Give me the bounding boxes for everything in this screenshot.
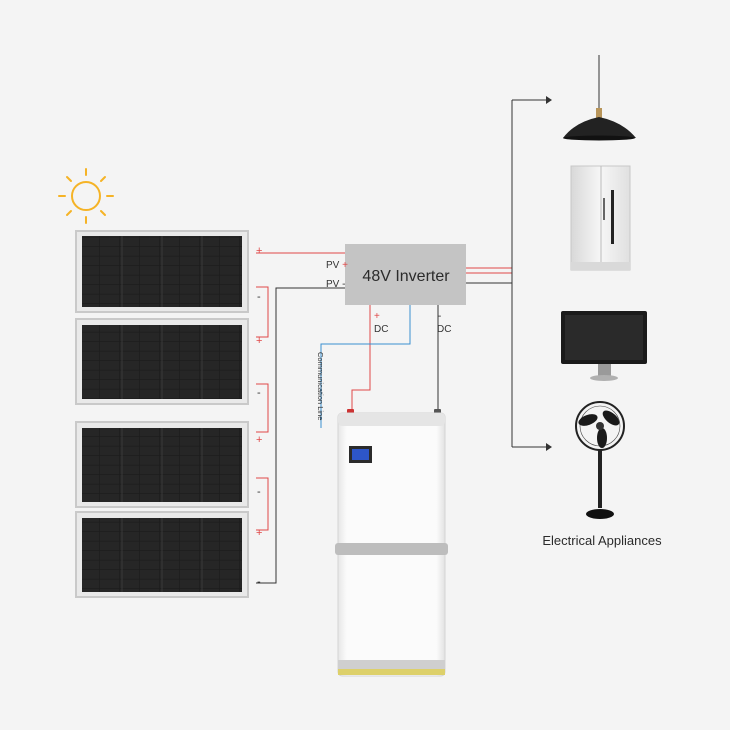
sun-icon bbox=[58, 168, 114, 224]
solar-panel-2 bbox=[75, 318, 249, 405]
polarity-minus-2: - bbox=[257, 387, 261, 399]
appliances-caption: Electrical Appliances bbox=[542, 533, 662, 548]
refrigerator-icon bbox=[570, 165, 631, 271]
dc-minus-label: DC bbox=[437, 324, 451, 335]
inverter-label: 48V Inverter bbox=[362, 268, 450, 285]
polarity-plus-1: + bbox=[256, 245, 262, 257]
inverter-box: 48V Inverter bbox=[345, 244, 466, 305]
panel-series-wiring bbox=[256, 252, 345, 584]
dc-battery-wiring bbox=[320, 305, 439, 428]
polarity-minus-4: - bbox=[257, 576, 261, 588]
polarity-plus-3: + bbox=[256, 434, 262, 446]
polarity-minus-1: - bbox=[257, 291, 261, 303]
solar-panel-4 bbox=[75, 511, 249, 598]
battery-icon bbox=[335, 409, 448, 677]
polarity-plus-4: + bbox=[256, 527, 262, 539]
panel-polarity-signs: + - + - + - + - bbox=[256, 245, 262, 588]
polarity-plus-2: + bbox=[256, 335, 262, 347]
dc-plus-sign: + bbox=[374, 311, 380, 322]
pendant-lamp-icon bbox=[563, 55, 636, 141]
fan-icon bbox=[575, 401, 625, 519]
solar-panel-1 bbox=[75, 230, 249, 313]
dc-minus-sign: - bbox=[438, 311, 441, 322]
pv-minus-label: PV - bbox=[326, 279, 345, 290]
dc-plus-label: DC bbox=[374, 324, 388, 335]
solar-panel-3 bbox=[75, 421, 249, 508]
polarity-minus-3: - bbox=[257, 486, 261, 498]
pv-plus-label: PV + bbox=[326, 260, 348, 271]
monitor-icon bbox=[561, 311, 647, 381]
communication-line-label: Communication Line bbox=[316, 352, 325, 420]
ac-output-wiring bbox=[466, 96, 552, 451]
